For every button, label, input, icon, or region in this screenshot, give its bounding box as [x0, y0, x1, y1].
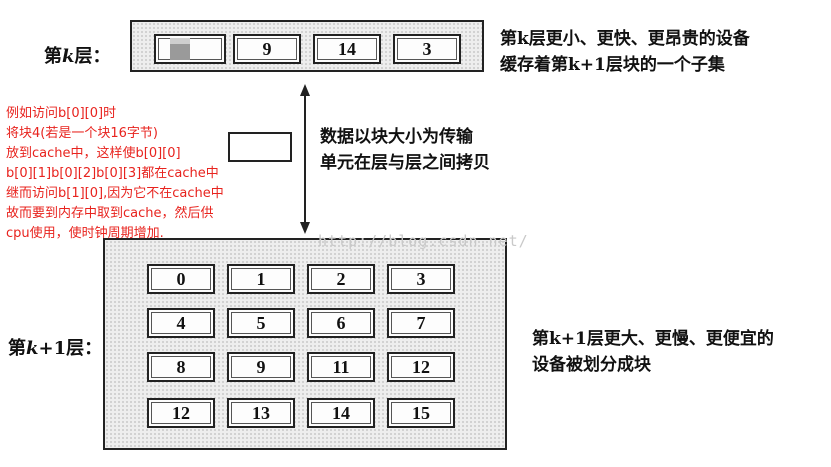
level-k1-block: 14	[307, 398, 375, 428]
level-k1-panel: 0 1 2 3 4 5 6 7 8 9 11 12 12 13 14 15	[103, 238, 507, 450]
level-k1-block: 7	[387, 308, 455, 338]
watermark: http://blog.csdn.net/	[318, 232, 529, 250]
level-k1-label: 第k+1层：	[8, 338, 103, 359]
level-k1-block: 11	[307, 352, 375, 382]
level-k1-block: 13	[227, 398, 295, 428]
annotation-note: 例如访问b[0][0]时 将块4(若是一个块16字节) 放到cache中，这样使…	[6, 106, 224, 241]
level-k1-block: 12	[147, 398, 215, 428]
level-k-block-0	[154, 34, 226, 64]
level-k-description: 第k层更小、更快、更昂贵的设备 缓存着第k+1层块的一个子集	[500, 29, 750, 75]
level-k1-block: 4	[147, 308, 215, 338]
level-k1-block: 12	[387, 352, 455, 382]
level-k-block-1: 9	[233, 34, 301, 64]
level-k1-block: 1	[227, 264, 295, 294]
level-k1-block: 8	[147, 352, 215, 382]
level-k1-block: 2	[307, 264, 375, 294]
level-k1-block: 5	[227, 308, 295, 338]
transfer-description: 数据以块大小为传输 单元在层与层之间拷贝	[320, 127, 490, 173]
level-k-block-2: 14	[313, 34, 381, 64]
smudge-mark	[170, 38, 190, 60]
level-k1-block: 6	[307, 308, 375, 338]
level-k1-description: 第k+1层更大、更慢、更便宜的 设备被划分成块	[532, 329, 774, 375]
level-k-label: 第k层：	[44, 46, 111, 67]
level-k1-block: 9	[227, 352, 295, 382]
level-k-panel: 9 14 3	[130, 20, 484, 72]
level-k1-block: 15	[387, 398, 455, 428]
transfer-block	[228, 132, 292, 162]
level-k1-block: 3	[387, 264, 455, 294]
level-k1-block: 0	[147, 264, 215, 294]
level-k-block-3: 3	[393, 34, 461, 64]
